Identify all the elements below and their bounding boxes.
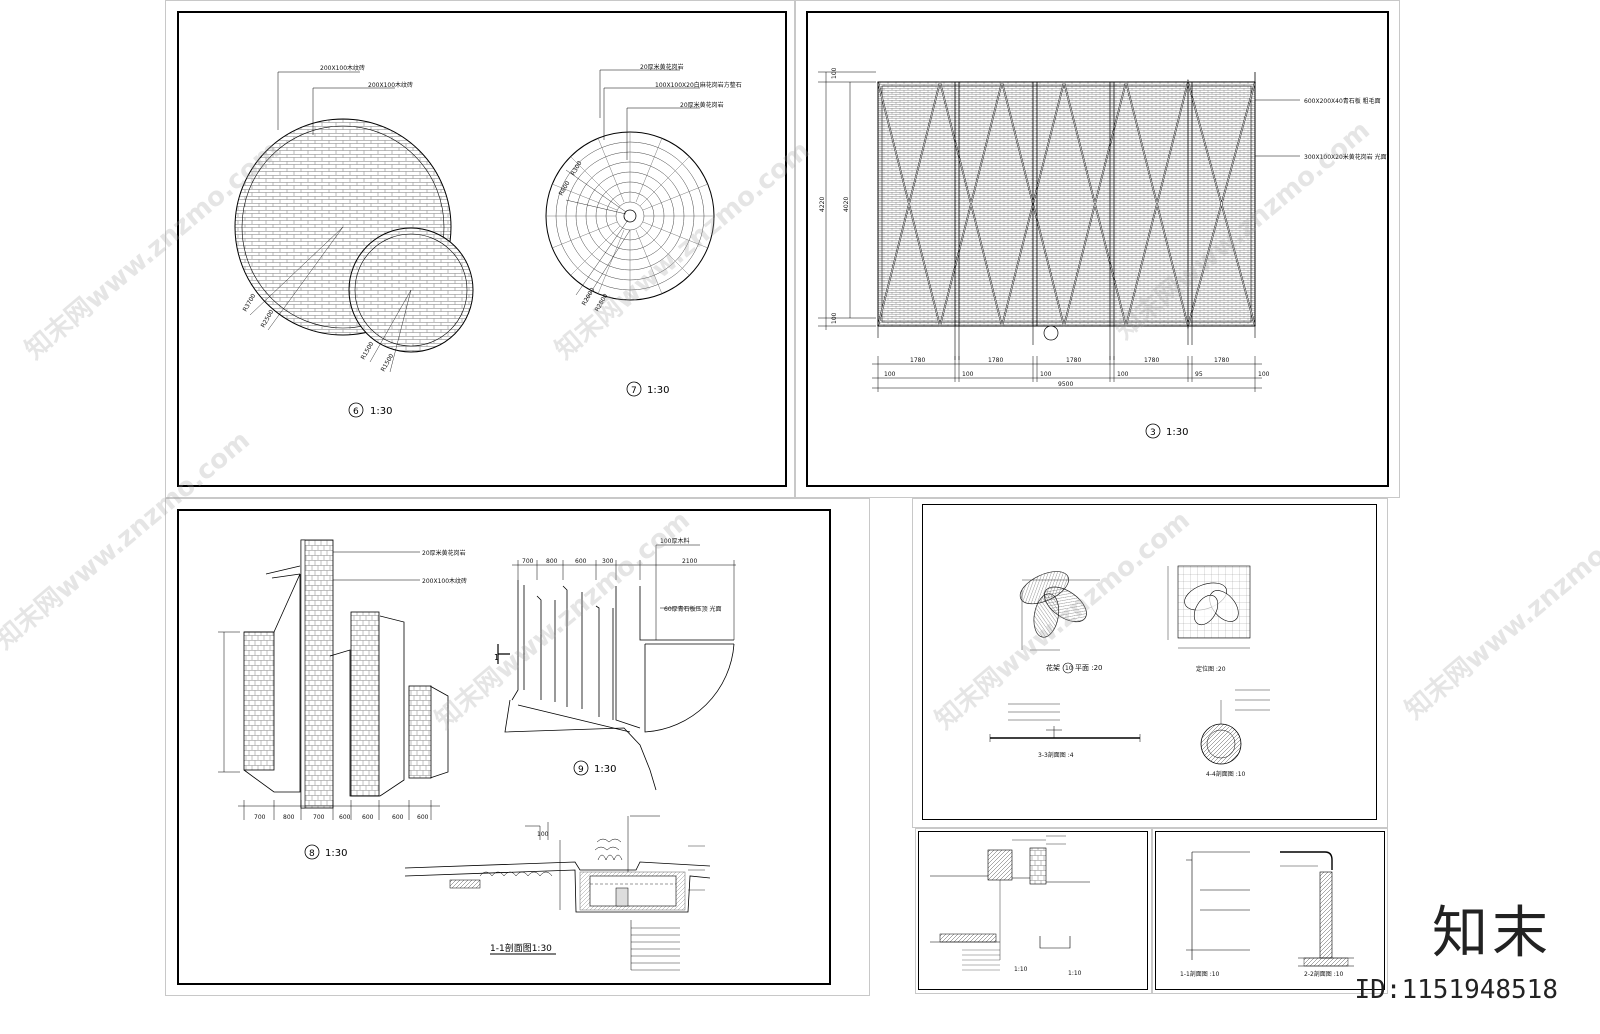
sheet-6-section-1: 1-1剖面图 :10 <box>1180 970 1220 978</box>
detail-3-dim-left-3: 4020 <box>843 197 850 212</box>
detail-10-section-3: 3-3剖面图 :4 <box>1038 751 1074 759</box>
frame-sheet-4 <box>922 504 1377 820</box>
detail-10-grid-title: 定位图 :20 <box>1196 665 1226 673</box>
detail-6-dim-3: R1500 <box>360 341 376 361</box>
frame-sheet-6 <box>1155 831 1385 990</box>
detail-3-dim-total: 9500 <box>1058 381 1073 388</box>
detail-6-dim-4: R1500 <box>380 353 396 373</box>
detail-3-callout-1: 600X200X40青石板 粗毛面 <box>1304 97 1381 105</box>
detail-3-dim-left-4: 100 <box>831 312 838 324</box>
section-1-1-dim: 100 <box>537 831 549 838</box>
detail-10-section-4: 4-4剖面图 :10 <box>1206 770 1246 778</box>
frame-sheet-3 <box>177 509 831 985</box>
detail-6-callout-2: 200X100木纹砖 <box>368 81 413 89</box>
frame-sheet-5 <box>918 831 1148 990</box>
detail-8-dim-1: 700 <box>254 814 266 821</box>
detail-9-wall-plan <box>497 544 736 791</box>
detail-3-dim-bottom-3: 1780 <box>1066 357 1081 364</box>
detail-9-dim-3: 600 <box>575 558 587 565</box>
detail-7-dim-4: R2800 <box>594 293 610 313</box>
detail-9-callout-1: 100厚木料 <box>660 537 689 545</box>
detail-7-callout-3: 20厚米黄花岗岩 <box>680 101 724 109</box>
detail-3-dim-left-1: 100 <box>831 67 838 79</box>
detail-3-tag-number: 3 <box>1150 428 1156 438</box>
sheet-5-note-2: 1:10 <box>1068 970 1082 977</box>
detail-7-tag-scale: 1:30 <box>647 385 669 396</box>
detail-3-tag-scale: 1:30 <box>1166 427 1188 438</box>
detail-3-dim-post-2: 100 <box>962 371 974 378</box>
detail-9-dim-4: 300 <box>602 558 614 565</box>
detail-3-dim-bottom-4: 1780 <box>1144 357 1159 364</box>
detail-3-dim-bottom-2: 1780 <box>988 357 1003 364</box>
detail-10-plan-number: 10 <box>1065 665 1073 672</box>
detail-3-dim-bottom-1: 1780 <box>910 357 925 364</box>
detail-6-paving-circles <box>234 71 474 418</box>
sheet-6-bench-sections <box>1186 851 1354 967</box>
detail-8-dim-3: 700 <box>313 814 325 821</box>
detail-10-plan-title: 花架 <box>1046 663 1060 672</box>
detail-8-callout-1: 20厚米黄花岗岩 <box>422 549 466 557</box>
detail-10-tag-circle <box>1062 662 1074 674</box>
detail-10-flower-stand <box>989 565 1270 765</box>
drawing-sheet-6 <box>1152 828 1388 994</box>
detail-3-dim-post-1: 100 <box>884 371 896 378</box>
detail-9-dim-1: 700 <box>522 558 534 565</box>
detail-7-callout-2: 100X100X20白麻花岗岩方整石 <box>655 81 742 89</box>
detail-9-tag-number: 9 <box>578 765 584 775</box>
detail-8-callout-2: 200X100木纹砖 <box>422 577 467 585</box>
detail-3-dim-post-3: 100 <box>1040 371 1052 378</box>
detail-3-dim-post-5: 95 <box>1195 371 1203 378</box>
detail-3-dim-left-2: 4220 <box>819 197 826 212</box>
sheet-5-note-1: 1:10 <box>1014 966 1028 973</box>
drawing-sheet-4 <box>912 498 1388 828</box>
detail-3-dim-post-4: 100 <box>1117 371 1129 378</box>
detail-3-paving-pattern <box>818 71 1300 439</box>
frame-sheet-1 <box>177 11 787 487</box>
detail-8-tag-scale: 1:30 <box>325 848 347 859</box>
detail-8-dim-2: 800 <box>283 814 295 821</box>
detail-7-dim-3: R2000 <box>581 287 597 307</box>
detail-8-dim-6: 600 <box>392 814 404 821</box>
detail-7-radial-paving <box>545 69 715 397</box>
detail-9-dim-5: 2100 <box>682 558 697 565</box>
section-1-1-drawing <box>404 815 711 971</box>
detail-9-tag-scale: 1:30 <box>594 764 616 775</box>
detail-3-callout-2: 300X100X20米黄花岗岩 光面 <box>1304 153 1387 161</box>
detail-9-callout-2: 60厚青石板压顶 光面 <box>664 605 722 613</box>
detail-6-callout-1: 200X100木纹砖 <box>320 64 365 72</box>
detail-7-tag-number: 7 <box>631 386 637 396</box>
detail-9-dim-2: 800 <box>546 558 558 565</box>
brand-id: ID:1151948518 <box>1354 975 1559 1005</box>
detail-7-callout-1: 20厚米黄花岗岩 <box>640 63 684 71</box>
brand-logo: 知末 <box>1432 901 1552 966</box>
drawing-sheet-3 <box>165 498 870 996</box>
sheet-5-construction-details <box>930 835 1090 971</box>
detail-9-section-mark: 1 <box>494 653 499 662</box>
detail-6-dim-2: R2500 <box>260 309 276 329</box>
sheet-6-section-2: 2-2剖面图 :10 <box>1304 970 1344 978</box>
detail-6-tag-scale: 1:30 <box>370 406 392 417</box>
detail-8-dim-7: 600 <box>417 814 429 821</box>
detail-6-tag-number: 6 <box>353 407 359 417</box>
detail-8-dim-4: 600 <box>339 814 351 821</box>
section-1-1-title: 1-1剖面图1:30 <box>490 942 552 954</box>
detail-10-plan-suffix: 平面 :20 <box>1075 664 1103 672</box>
frame-sheet-2 <box>806 11 1389 487</box>
detail-3-dim-post-6: 100 <box>1258 371 1270 378</box>
detail-8-tag-number: 8 <box>309 849 315 859</box>
detail-8-wall-elevation <box>218 539 449 860</box>
detail-8-dim-5: 600 <box>362 814 374 821</box>
detail-3-dim-bottom-5: 1780 <box>1214 357 1229 364</box>
